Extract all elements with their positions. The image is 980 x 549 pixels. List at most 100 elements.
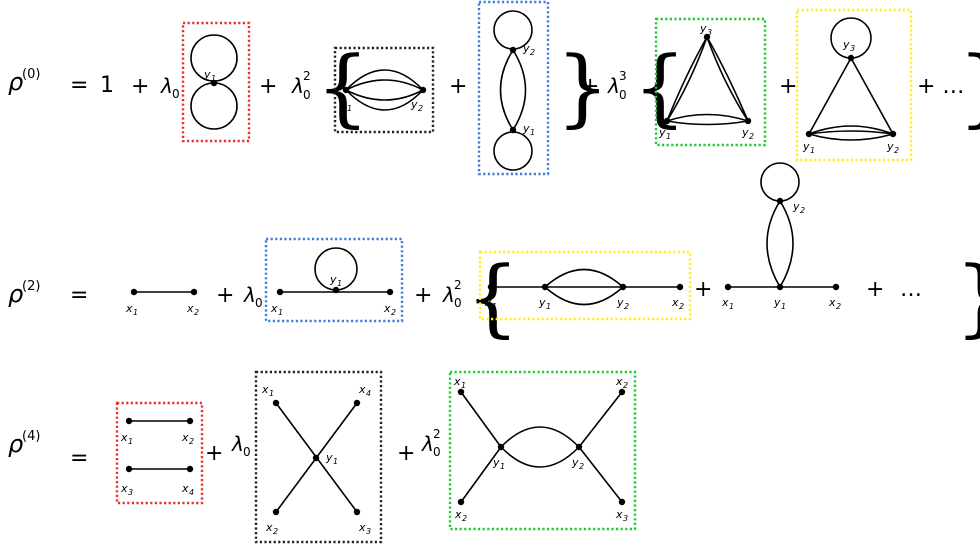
label-sub: 1	[729, 302, 734, 311]
red-dotted-box	[181, 21, 251, 143]
lambda-superscript: 3	[619, 69, 627, 83]
endpoint-x1	[125, 417, 133, 425]
label-y: y	[658, 126, 666, 139]
label-sub: 2	[530, 48, 535, 57]
plus-sign: +	[449, 74, 467, 99]
vertex-y2	[619, 283, 627, 291]
endpoint-x2	[386, 288, 394, 296]
lambda-superscript: 2	[303, 69, 311, 83]
propagator-arc	[706, 36, 749, 122]
endpoint-x4	[353, 399, 361, 407]
endpoint-x2	[272, 508, 280, 516]
label-sub: 2	[273, 527, 278, 536]
lambda-symbol: λ	[442, 283, 455, 307]
label-y: y	[492, 456, 500, 469]
label-y: y	[203, 68, 211, 81]
vertex-y1	[332, 286, 340, 294]
black-dotted-box	[333, 46, 435, 134]
label-sub: 3	[707, 28, 712, 37]
propagator-arc	[345, 89, 424, 101]
lambda-subscript: 0	[255, 296, 263, 310]
propagator-arc	[345, 69, 424, 91]
endpoint-x2	[618, 388, 626, 396]
label-x: x	[828, 296, 836, 309]
plus-sign: +	[131, 74, 149, 99]
propagator-line	[808, 57, 852, 135]
label-sub: 1	[666, 132, 671, 141]
lambda-subscript: 0	[619, 88, 627, 102]
endpoint-x2	[457, 498, 465, 506]
label-sub: 1	[128, 437, 133, 446]
endpoint-x2	[190, 288, 198, 296]
vertex-y3	[703, 33, 711, 41]
label-x: x	[186, 302, 194, 315]
label-y: y	[522, 42, 530, 55]
vertex-y1	[342, 86, 350, 94]
bottom-loop	[493, 131, 533, 171]
propagator-arc	[706, 36, 749, 122]
label-sub: 4	[366, 389, 371, 398]
endpoint-x3	[125, 465, 133, 473]
lambda-superscript: 2	[454, 278, 462, 292]
label-y: y	[538, 296, 546, 309]
label-x: x	[120, 431, 128, 444]
green-dotted-box	[654, 17, 767, 147]
propagator-arc	[544, 286, 624, 306]
diagram-triangle-green: y 3 y 1 y 2	[654, 17, 767, 147]
endpoint-x2	[186, 417, 194, 425]
propagator-line	[460, 446, 502, 503]
yellow-dotted-box	[795, 8, 913, 162]
endpoint-x2	[676, 283, 684, 291]
label-x: x	[721, 296, 729, 309]
vertex-y1	[541, 283, 549, 291]
rho2-superscript: (2)	[22, 279, 40, 294]
label-sub: 1	[781, 302, 786, 311]
endpoint-x3	[353, 508, 361, 516]
label-y: y	[571, 456, 579, 469]
plus-sign: +	[205, 441, 223, 466]
plus-sign: +	[694, 277, 712, 302]
label-sub: 1	[337, 279, 342, 288]
plus-ellipsis: + …	[917, 74, 964, 99]
label-x: x	[358, 383, 366, 396]
rho4-equals: =	[70, 446, 88, 471]
vertex-y3	[847, 54, 855, 62]
diagram-disconnected-red: x 1 x 2 x 3 x 4	[115, 401, 204, 505]
lambda-symbol: λ	[160, 74, 173, 98]
lambda-subscript: 0	[243, 445, 251, 459]
label-sub: 2	[189, 437, 194, 446]
row-rho-0: ρ (0) = 1 + λ 0 y 1 + λ 0 2 { y	[8, 0, 980, 176]
label-y: y	[802, 140, 810, 153]
vertex-y1	[776, 283, 784, 291]
top-loop	[760, 162, 800, 202]
row-rho-2: ρ (2) = x 1 x 2 + λ 0 y 1 x 1 x	[8, 162, 980, 346]
endpoint-x3	[618, 498, 626, 506]
green-dotted-box	[448, 370, 637, 531]
vertex-y1	[663, 117, 671, 125]
lambda-symbol: λ	[291, 74, 304, 98]
label-sub: 3	[128, 488, 133, 497]
label-sub: 1	[530, 128, 535, 137]
endpoint-x1	[276, 288, 284, 296]
propagator-arc	[499, 49, 514, 131]
propagator-arc	[808, 130, 894, 135]
diagram-tadpole-blue: y 1 x 1 x 2	[264, 237, 404, 323]
label-sub: 1	[278, 308, 283, 317]
endpoint-x1	[272, 399, 280, 407]
label-sub: 1	[347, 104, 352, 113]
label-sub: 2	[391, 308, 396, 317]
diagram-sunset-black: y 1 y 2	[333, 46, 435, 134]
propagator-arc	[666, 36, 708, 122]
propagator-arc	[345, 89, 424, 111]
vertex-y1	[312, 454, 320, 462]
right-brace: }	[556, 38, 609, 136]
endpoint-x1	[130, 288, 138, 296]
endpoint-x4	[186, 465, 194, 473]
vertex-y1	[509, 126, 517, 134]
label-sub: 1	[546, 302, 551, 311]
propagator-arc	[500, 426, 580, 448]
label-sub: 2	[749, 132, 754, 141]
vertex-y1	[497, 443, 505, 451]
right-brace: }	[958, 38, 980, 136]
diagram-triangle-tadpole-yellow: y 3 y 1 y 2	[795, 8, 913, 162]
